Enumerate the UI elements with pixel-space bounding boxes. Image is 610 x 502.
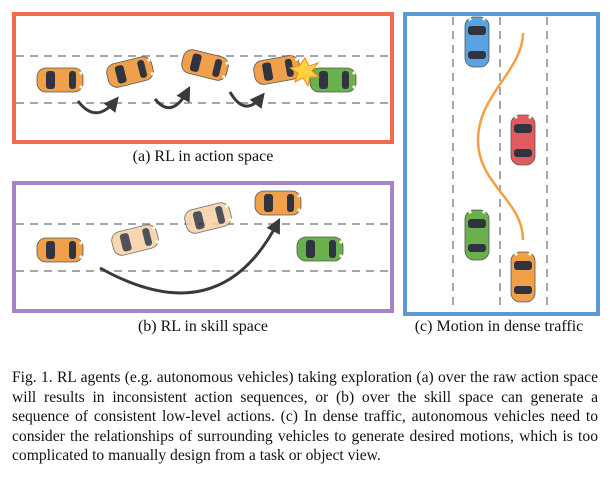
other-car-blue bbox=[464, 16, 490, 68]
panel-b-border bbox=[12, 181, 394, 313]
ego-car-faded bbox=[182, 200, 234, 236]
collision-icon bbox=[288, 57, 321, 88]
other-car-green bbox=[296, 236, 344, 262]
skill-arrow bbox=[99, 217, 281, 295]
action-arrow bbox=[76, 96, 119, 115]
panel-b-caption: (b) RL in skill space bbox=[137, 318, 269, 335]
planned-trajectory bbox=[476, 32, 525, 241]
other-car-green bbox=[464, 209, 490, 261]
figure-caption: Fig. 1. RL agents (e.g. autonomous vehic… bbox=[12, 369, 598, 465]
ego-car-faded bbox=[109, 222, 161, 258]
other-car-red bbox=[510, 114, 536, 166]
ego-car bbox=[36, 237, 84, 263]
figure-illustration bbox=[12, 12, 600, 316]
ego-car bbox=[179, 47, 231, 83]
other-car-green bbox=[309, 67, 357, 93]
ego-car bbox=[510, 251, 536, 303]
ego-car bbox=[254, 190, 302, 216]
panel-c-border bbox=[403, 12, 600, 316]
panel-c-caption: (c) Motion in dense traffic bbox=[414, 318, 584, 335]
ego-car bbox=[104, 54, 156, 90]
panel-a-caption: (a) RL in action space bbox=[132, 148, 274, 165]
action-arrow bbox=[153, 86, 191, 110]
panel-a-border bbox=[12, 12, 394, 144]
ego-car bbox=[36, 67, 84, 93]
action-arrow bbox=[228, 91, 265, 109]
